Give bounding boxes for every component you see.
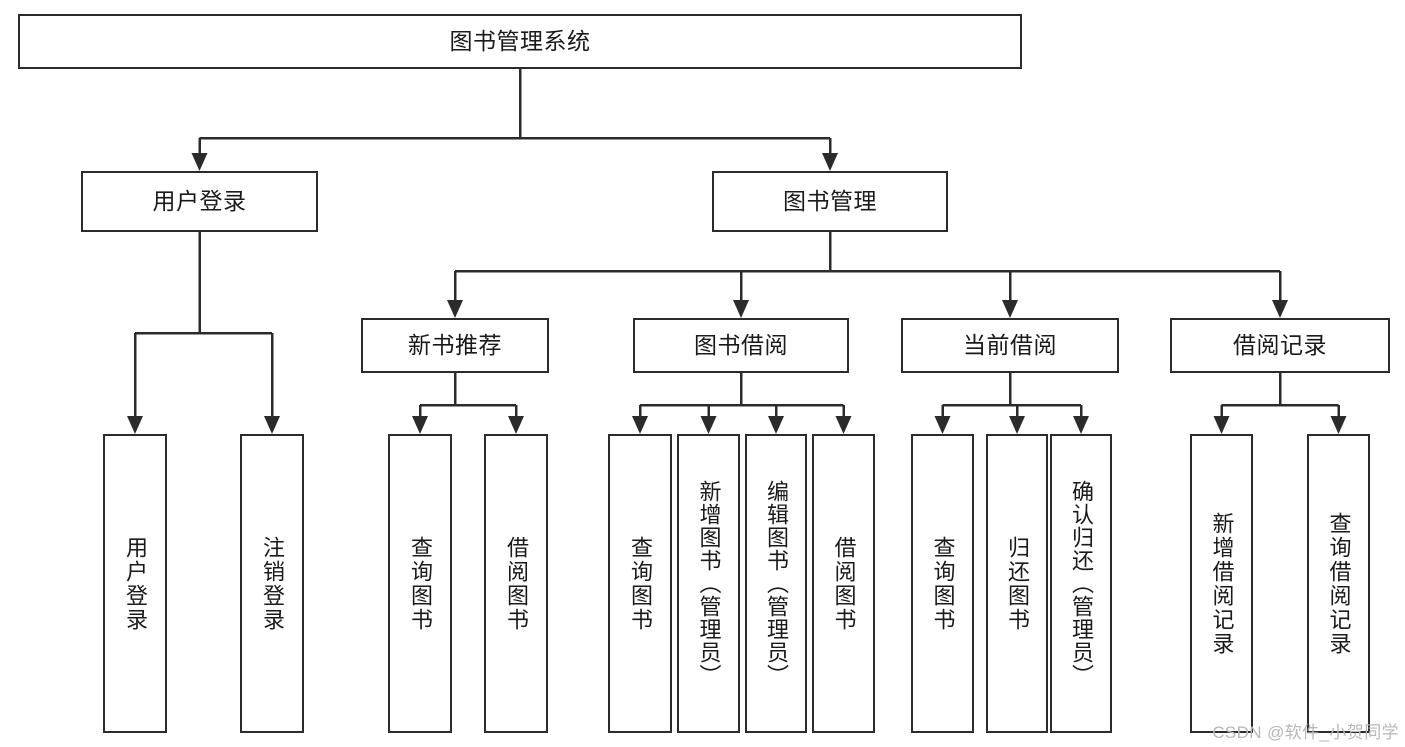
node-label: 用户登录: [152, 187, 247, 214]
node-leaf-query-book-borrow[interactable]: 查询图书: [608, 434, 672, 733]
node-leaf-borrow-book[interactable]: 借阅图书: [812, 434, 875, 733]
node-label: 查询借阅记录: [1326, 511, 1352, 656]
node-leaf-edit-book[interactable]: 编辑图书（管理员）: [745, 434, 807, 733]
node-label: 新增图书（管理员）: [696, 480, 722, 687]
node-label: 图书管理: [783, 187, 877, 214]
node-label: 新书推荐: [408, 331, 502, 358]
node-label: 借阅记录: [1233, 331, 1327, 358]
node-leaf-return-book[interactable]: 归还图书: [986, 434, 1048, 733]
node-label: 图书管理系统: [449, 27, 591, 54]
node-label: 编辑图书（管理员）: [763, 480, 789, 687]
node-borrow-record[interactable]: 借阅记录: [1170, 318, 1390, 373]
node-user-login[interactable]: 用户登录: [81, 171, 318, 232]
node-leaf-add-record[interactable]: 新增借阅记录: [1190, 434, 1253, 733]
watermark-text: CSDN @软件_小贺同学: [1212, 723, 1399, 742]
node-label: 用户登录: [122, 535, 148, 632]
node-current-borrow[interactable]: 当前借阅: [901, 318, 1119, 373]
node-new-book-rec[interactable]: 新书推荐: [361, 318, 549, 373]
node-label: 查询图书: [627, 535, 653, 632]
node-leaf-add-book[interactable]: 新增图书（管理员）: [677, 434, 740, 733]
node-label: 新增借阅记录: [1209, 511, 1235, 656]
node-label: 确认归还（管理员）: [1068, 480, 1094, 687]
node-label: 查询图书: [407, 535, 433, 632]
node-leaf-confirm-return[interactable]: 确认归还（管理员）: [1050, 434, 1112, 733]
node-leaf-query-record[interactable]: 查询借阅记录: [1307, 434, 1370, 733]
node-root[interactable]: 图书管理系统: [18, 14, 1022, 69]
node-label: 注销登录: [259, 535, 285, 632]
node-leaf-user-login[interactable]: 用户登录: [103, 434, 167, 733]
node-label: 借阅图书: [503, 535, 529, 632]
node-label: 图书借阅: [694, 331, 788, 358]
node-leaf-query-book-current[interactable]: 查询图书: [911, 434, 974, 733]
node-label: 归还图书: [1004, 535, 1030, 632]
node-leaf-borrow-book-rec[interactable]: 借阅图书: [484, 434, 548, 733]
node-book-manage[interactable]: 图书管理: [712, 171, 948, 232]
node-label: 借阅图书: [831, 535, 857, 632]
node-label: 查询图书: [930, 535, 956, 632]
node-leaf-query-book-rec[interactable]: 查询图书: [388, 434, 452, 733]
node-leaf-user-logout[interactable]: 注销登录: [240, 434, 304, 733]
node-label: 当前借阅: [963, 331, 1057, 358]
node-book-borrow[interactable]: 图书借阅: [633, 318, 849, 373]
